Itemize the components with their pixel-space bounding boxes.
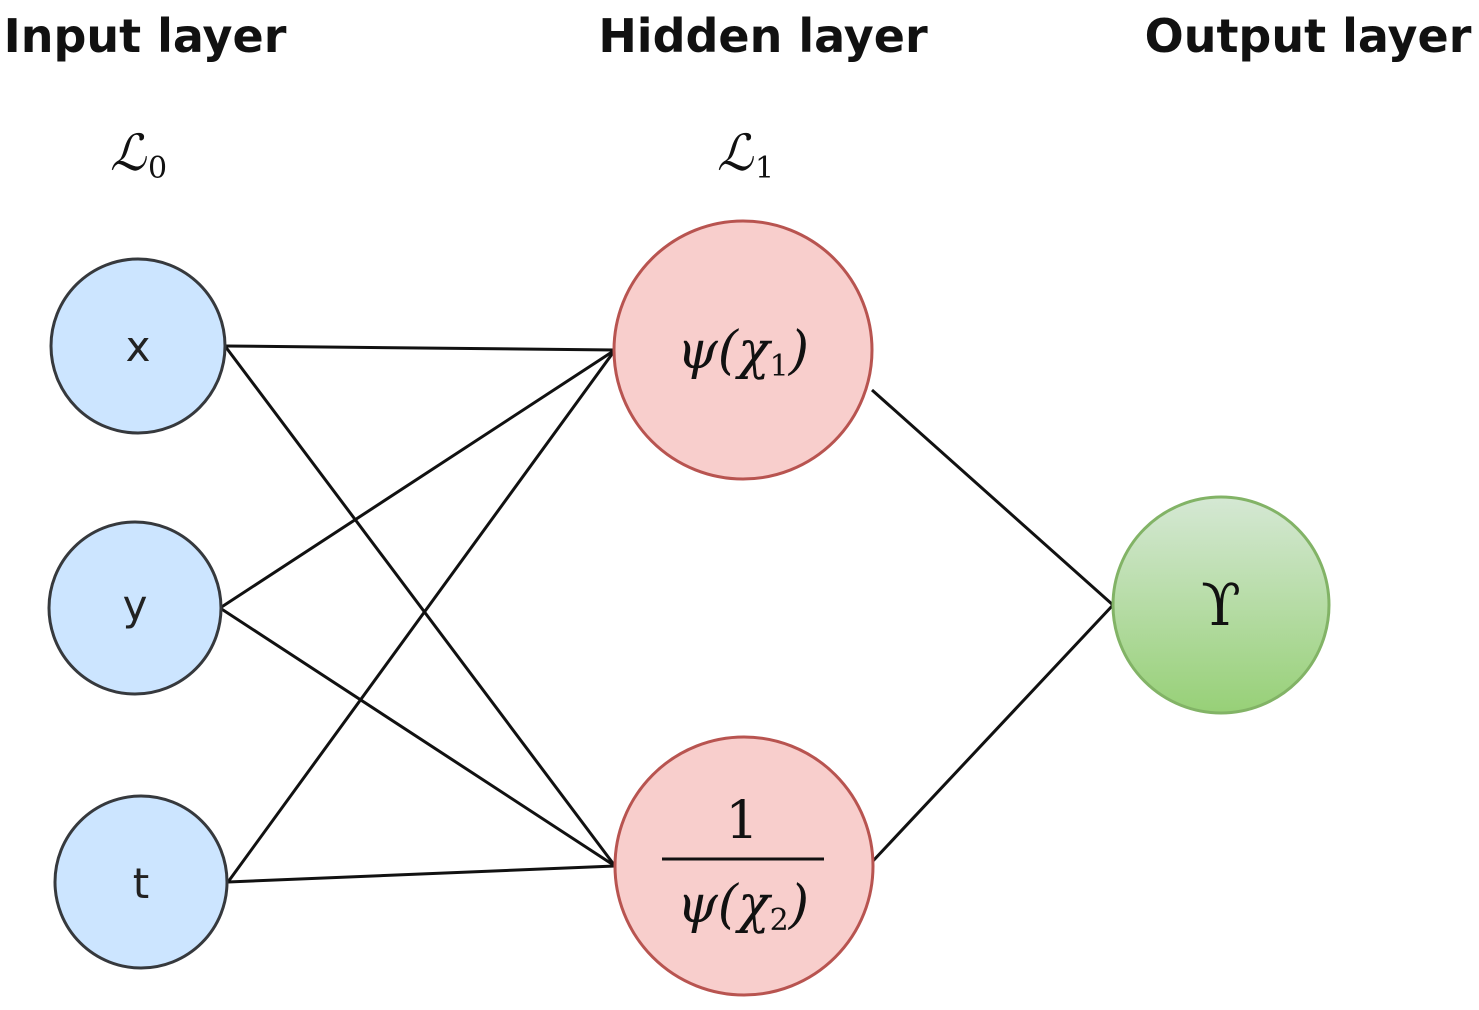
hidden-layer-symbol-base: ℒ [717,124,754,182]
input-node-y: y [47,520,223,696]
edges-input-hidden [219,344,617,884]
input-node-t-label: t [133,859,149,908]
input-layer-symbol-base: ℒ [110,124,147,182]
input-node-x: x [49,257,227,435]
hidden-node-1-label: ψ(χ1) [677,321,809,384]
hidden-node-2-close: ) [788,875,809,935]
edge-y-h1 [219,348,616,610]
edges-hidden-output [870,388,1115,864]
input-layer-symbol-sub: 0 [148,151,167,186]
input-layer-symbol: ℒ 0 [110,124,167,186]
input-node-x-label: x [126,322,151,371]
hidden-layer-symbol: ℒ 1 [717,124,774,186]
input-node-t: t [53,794,229,970]
hidden-node-1-sub: 1 [770,349,789,384]
input-layer-title: Input layer [4,9,287,63]
hidden-node-2: 1 ψ(χ2) [613,735,875,997]
edge-x-h1 [224,344,616,352]
output-node-label: ϒ [1201,571,1241,639]
hidden-node-2-func: ψ(χ [677,875,773,935]
hidden-node-2-numerator: 1 [725,791,758,851]
edge-h2-out [870,603,1115,864]
output-layer-title: Output layer [1145,9,1472,63]
output-node: ϒ [1111,495,1331,715]
hidden-node-1-func: ψ(χ [677,321,773,381]
edge-x-h2 [223,345,617,867]
edge-h1-out [871,388,1114,607]
edge-t-h2 [227,864,616,884]
hidden-node-2-sub: 2 [770,903,789,938]
hidden-node-2-denominator: ψ(χ2) [677,875,809,938]
edge-t-h1 [226,349,617,883]
edge-y-h2 [219,606,616,868]
hidden-node-1-close: ) [788,321,809,381]
input-node-y-label: y [123,581,148,630]
hidden-node-1: ψ(χ1) [612,219,874,481]
hidden-layer-symbol-sub: 1 [755,151,774,186]
hidden-layer-title: Hidden layer [598,9,928,63]
